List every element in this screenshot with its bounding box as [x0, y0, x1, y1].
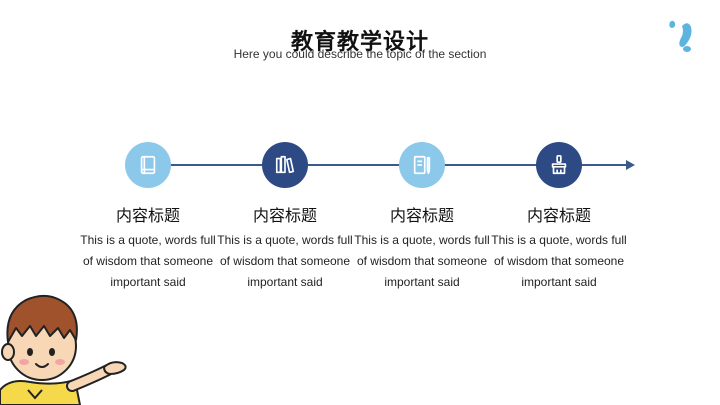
- timeline-item-2: 内容标题 This is a quote, words full of wisd…: [217, 204, 353, 293]
- splash-decoration-icon: [669, 20, 692, 52]
- slide-subtitle: Here you could describe the topic of the…: [233, 47, 487, 61]
- timeline-item-4: 内容标题 This is a quote, words full of wisd…: [491, 204, 627, 293]
- slide-title: 教育教学设计: [290, 30, 429, 55]
- item-title: 内容标题: [115, 206, 180, 225]
- timeline-item-1: 内容标题 This is a quote, words full of wisd…: [80, 204, 216, 293]
- timeline-node-1: [125, 142, 171, 188]
- timeline-node-4: [536, 142, 582, 188]
- item-title: 内容标题: [526, 206, 591, 225]
- book-icon: [140, 155, 156, 175]
- item-title: 内容标题: [252, 206, 317, 225]
- item-text: This is a quote, words full of wisdom th…: [217, 233, 353, 289]
- timeline-item-3: 内容标题 This is a quote, words full of wisd…: [354, 204, 490, 293]
- cartoon-boy-illustration: [0, 294, 127, 405]
- item-text: This is a quote, words full of wisdom th…: [354, 233, 490, 289]
- timeline-node-3: [399, 142, 445, 188]
- timeline-node-2: [262, 142, 308, 188]
- books-icon: [275, 155, 295, 174]
- paint-brush-icon: [551, 155, 567, 175]
- item-title: 内容标题: [389, 206, 454, 225]
- item-text: This is a quote, words full of wisdom th…: [491, 233, 627, 289]
- item-text: This is a quote, words full of wisdom th…: [80, 233, 216, 289]
- timeline-line: [130, 164, 630, 166]
- notebook-pen-icon: [413, 155, 431, 175]
- timeline-arrow-icon: [626, 160, 635, 170]
